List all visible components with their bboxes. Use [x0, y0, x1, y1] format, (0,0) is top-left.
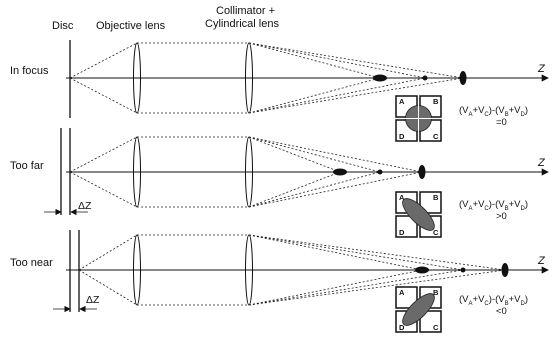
delta-z-label: ΔZ	[78, 200, 92, 212]
row-label-too-far: Too far	[10, 160, 44, 172]
light-rays	[69, 136, 423, 208]
beam-spot-ellipse-ac	[402, 198, 435, 231]
quadrant-d-label: D	[399, 132, 405, 141]
quadrant-c-label: C	[433, 132, 439, 141]
collimator-header: Collimator +	[216, 5, 275, 17]
quadrant-c-label: C	[433, 323, 439, 332]
row-too-near: Too near ΔZ Z A B	[10, 230, 549, 333]
row-in-focus: In focus Z A B	[10, 40, 549, 142]
light-rays	[69, 42, 464, 114]
svg-text:(VA+VC)-(VB+VD): (VA+VC)-(VB+VD)	[459, 199, 528, 212]
focus-error-equation: (VA+VC)-(VB+VD) >0	[459, 199, 528, 222]
quadrant-b-label: B	[433, 97, 439, 106]
equation-result: <0	[496, 306, 507, 317]
equation-result: >0	[496, 211, 507, 222]
focal-spot-circle	[377, 169, 383, 175]
focal-spot-vertical	[501, 263, 509, 277]
quadrant-a-label: A	[399, 193, 405, 202]
equation-result: =0	[496, 117, 507, 128]
row-label-in-focus: In focus	[10, 65, 49, 77]
focal-spot-circle	[422, 75, 428, 81]
focal-spot-circle	[460, 267, 466, 273]
light-rays	[78, 234, 506, 306]
quadrant-detector: A B C D	[395, 95, 442, 142]
axis-label-z: Z	[537, 255, 546, 267]
quadrant-d-label: D	[399, 228, 405, 237]
focus-error-equation: (VA+VC)-(VB+VD) =0	[459, 105, 528, 128]
quadrant-detector: A B C D	[395, 286, 442, 333]
axis-label-z: Z	[537, 63, 546, 75]
quadrant-a-label: A	[399, 288, 405, 297]
focal-spot-vertical	[418, 165, 426, 179]
quadrant-b-label: B	[433, 193, 439, 202]
beam-spot-ellipse-bd	[402, 293, 435, 326]
focal-spot-horizontal	[415, 266, 429, 274]
svg-text:(VA+VC)-(VB+VD): (VA+VC)-(VB+VD)	[459, 294, 528, 307]
quadrant-detector: A B C D	[395, 191, 442, 238]
axis-label-z: Z	[537, 157, 546, 169]
focal-spot-vertical	[459, 71, 467, 85]
row-too-far: Too far ΔZ Z A B	[10, 128, 549, 238]
focal-spot-horizontal	[373, 74, 387, 82]
quadrant-d-label: D	[399, 323, 405, 332]
quadrant-b-label: B	[433, 288, 439, 297]
quadrant-a-label: A	[399, 97, 405, 106]
delta-z-label: ΔZ	[86, 294, 100, 306]
cylindrical-lens-header: Cylindrical lens	[205, 18, 279, 30]
objective-lens-header: Objective lens	[96, 20, 166, 32]
disc-header: Disc	[52, 20, 74, 32]
quadrant-c-label: C	[433, 228, 439, 237]
focal-spot-horizontal	[333, 168, 347, 176]
row-label-too-near: Too near	[10, 257, 53, 269]
focus-error-equation: (VA+VC)-(VB+VD) <0	[459, 294, 528, 317]
svg-text:(VA+VC)-(VB+VD): (VA+VC)-(VB+VD)	[459, 105, 528, 118]
